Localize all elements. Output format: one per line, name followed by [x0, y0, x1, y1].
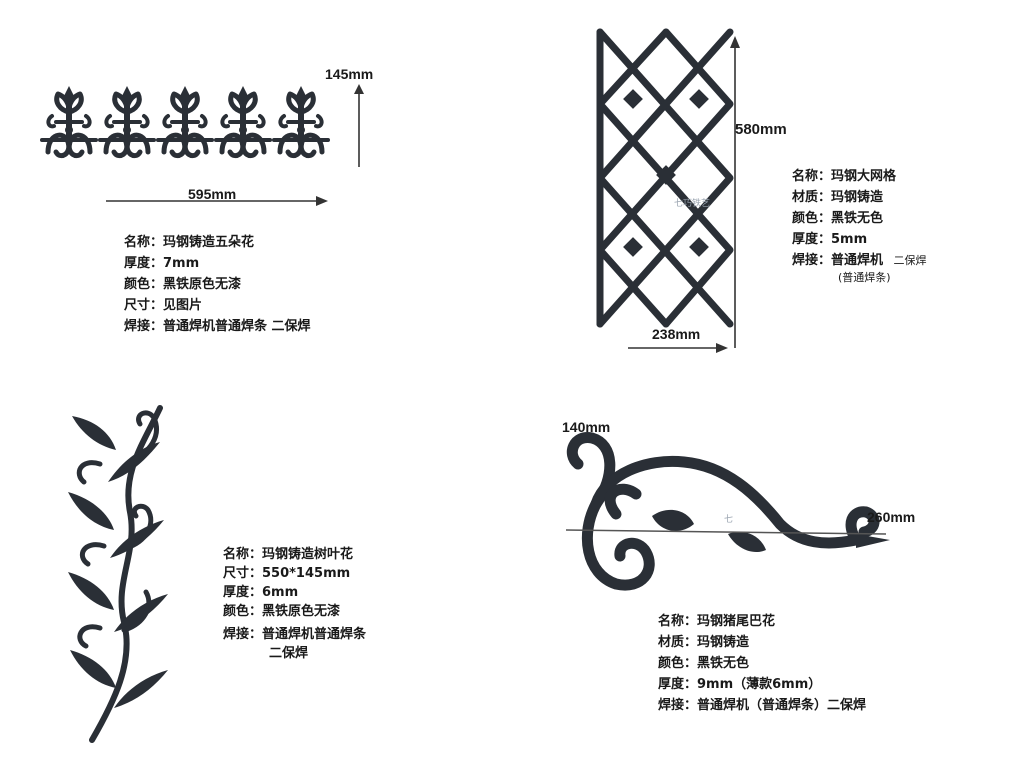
- spec-list: 名称：玛钢猪尾巴花 材质：玛钢铸造 颜色：黑铁无色 厚度：9mm（薄款6mm） …: [658, 611, 866, 716]
- spec-size: 尺寸：550*145mm: [223, 566, 351, 581]
- height-arrow: [730, 36, 740, 348]
- dimension-height-label: 145mm: [325, 66, 374, 82]
- spec-welding-extra: 二保焊: [269, 646, 309, 661]
- pig-tail-casting-image: 七: [565, 432, 890, 591]
- spec-thickness: 厚度：7mm: [124, 256, 200, 271]
- spec-welding: 焊接：普通焊机普通焊条: [223, 627, 367, 642]
- spec-color: 颜色：黑铁原色无漆: [124, 277, 242, 292]
- spec-welding-note: (普通焊条): [838, 271, 891, 284]
- width-arrow: [106, 196, 328, 206]
- spec-welding: 焊接：普通焊机（普通焊条）二保焊: [658, 698, 867, 713]
- width-arrow: [628, 343, 728, 353]
- dimension-width-label: 595mm: [188, 186, 237, 202]
- dimension-width-label: 238mm: [652, 326, 701, 342]
- watermark-text: 七巧铁艺: [674, 197, 710, 209]
- spec-thickness: 厚度：9mm（薄款6mm）: [658, 677, 822, 692]
- dimension-height-label: 580mm: [735, 121, 787, 138]
- spec-list: 名称：玛钢大网格 材质：玛钢铸造 颜色：黑铁无色 厚度：5mm 焊接：普通焊机 …: [792, 166, 927, 285]
- watermark-text: 七: [724, 514, 733, 525]
- spec-color: 颜色：黑铁无色: [658, 656, 750, 671]
- dimension-width-label: 260mm: [867, 509, 916, 525]
- height-arrow: [354, 84, 364, 167]
- five-flower-casting-image: [40, 82, 362, 172]
- spec-name: 名称：玛钢铸造五朵花: [124, 235, 255, 250]
- spec-welding-label: 焊接：普通焊机: [792, 253, 884, 268]
- spec-material: 材质：玛钢铸造: [658, 635, 750, 650]
- spec-list: 名称：玛钢铸造树叶花 尺寸：550*145mm 厚度：6mm 颜色：黑铁原色无漆…: [223, 545, 366, 663]
- spec-list: 名称：玛钢铸造五朵花 厚度：7mm 颜色：黑铁原色无漆 尺寸：见图片 焊接：普通…: [124, 232, 311, 337]
- leaf-flower-casting-image: [68, 405, 168, 743]
- spec-material: 材质：玛钢铸造: [792, 190, 884, 205]
- spec-color: 颜色：黑铁无色: [792, 211, 884, 226]
- dimension-height-label: 140mm: [562, 419, 611, 435]
- spec-color: 颜色：黑铁原色无漆: [223, 604, 341, 619]
- spec-thickness: 厚度：5mm: [792, 232, 868, 247]
- spec-welding: 焊接：普通焊机普通焊条 二保焊: [124, 319, 311, 334]
- spec-welding-extra: 二保焊: [893, 254, 927, 267]
- spec-name: 名称：玛钢铸造树叶花: [223, 547, 354, 562]
- big-grid-casting-image: 七巧铁艺: [596, 28, 734, 328]
- spec-name: 名称：玛钢猪尾巴花: [658, 614, 776, 629]
- spec-welding: 焊接：普通焊机 二保焊: [792, 250, 927, 271]
- spec-thickness: 厚度：6mm: [223, 585, 299, 600]
- spec-size: 尺寸：见图片: [124, 298, 203, 313]
- spec-name: 名称：玛钢大网格: [792, 169, 897, 184]
